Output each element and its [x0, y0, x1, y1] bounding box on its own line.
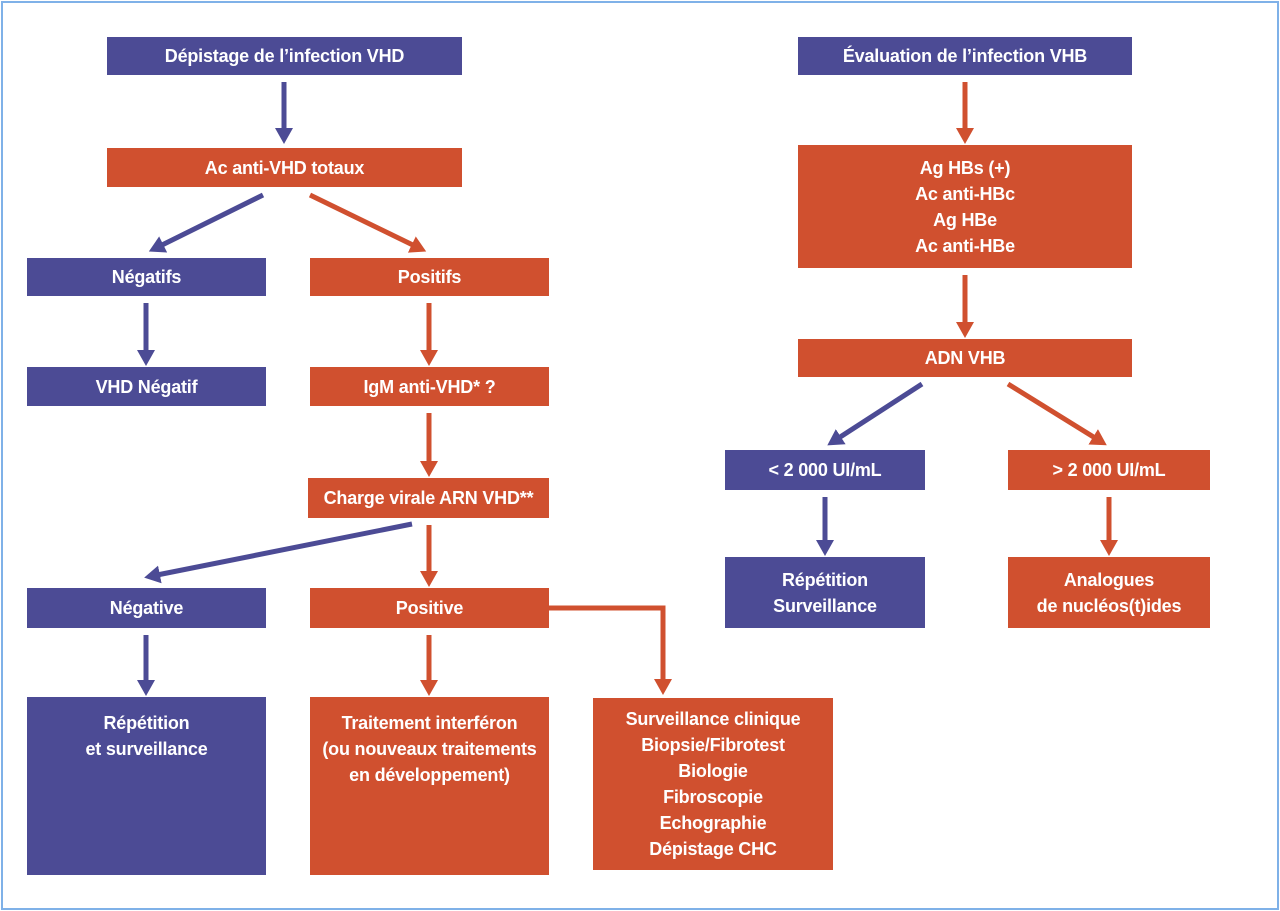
node-serologie-vhb: Ag HBs (+) Ac anti-HBc Ag HBe Ac anti-HB…: [798, 145, 1132, 268]
node-depistage-vhd: Dépistage de l’infection VHD: [107, 37, 462, 75]
node-repetition-et-surveillance: Répétition et surveillance: [27, 697, 266, 875]
node-igm-anti-vhd: IgM anti-VHD* ?: [310, 367, 549, 406]
node-surveillance-clinique: Surveillance clinique Biopsie/Fibrotest …: [593, 698, 833, 870]
arrow-ac-to-positifs: [308, 192, 427, 253]
arrow-positive-to-surveillance: [549, 605, 672, 695]
arrow-adn-to-sup2000: [1006, 381, 1107, 446]
node-ac-anti-vhd-totaux: Ac anti-VHD totaux: [107, 148, 462, 187]
arrow-ac-to-negatifs: [148, 192, 265, 253]
node-sup-2000: > 2 000 UI/mL: [1008, 450, 1210, 490]
node-vhd-negatif: VHD Négatif: [27, 367, 266, 406]
arrow-charge-to-negative: [144, 521, 413, 584]
node-negatifs: Négatifs: [27, 258, 266, 296]
node-traitement-interferon: Traitement interféron (ou nouveaux trait…: [310, 697, 549, 875]
node-positifs: Positifs: [310, 258, 549, 296]
node-analogues-nucleostides: Analogues de nucléos(t)ides: [1008, 557, 1210, 628]
node-repetition-surveillance-vhb: Répétition Surveillance: [725, 557, 925, 628]
node-negative: Négative: [27, 588, 266, 628]
node-positive: Positive: [310, 588, 549, 628]
node-inf-2000: < 2 000 UI/mL: [725, 450, 925, 490]
arrow-adn-to-inf2000: [827, 381, 924, 446]
node-charge-virale: Charge virale ARN VHD**: [308, 478, 549, 518]
node-adn-vhb: ADN VHB: [798, 339, 1132, 377]
node-evaluation-vhb: Évaluation de l’infection VHB: [798, 37, 1132, 75]
